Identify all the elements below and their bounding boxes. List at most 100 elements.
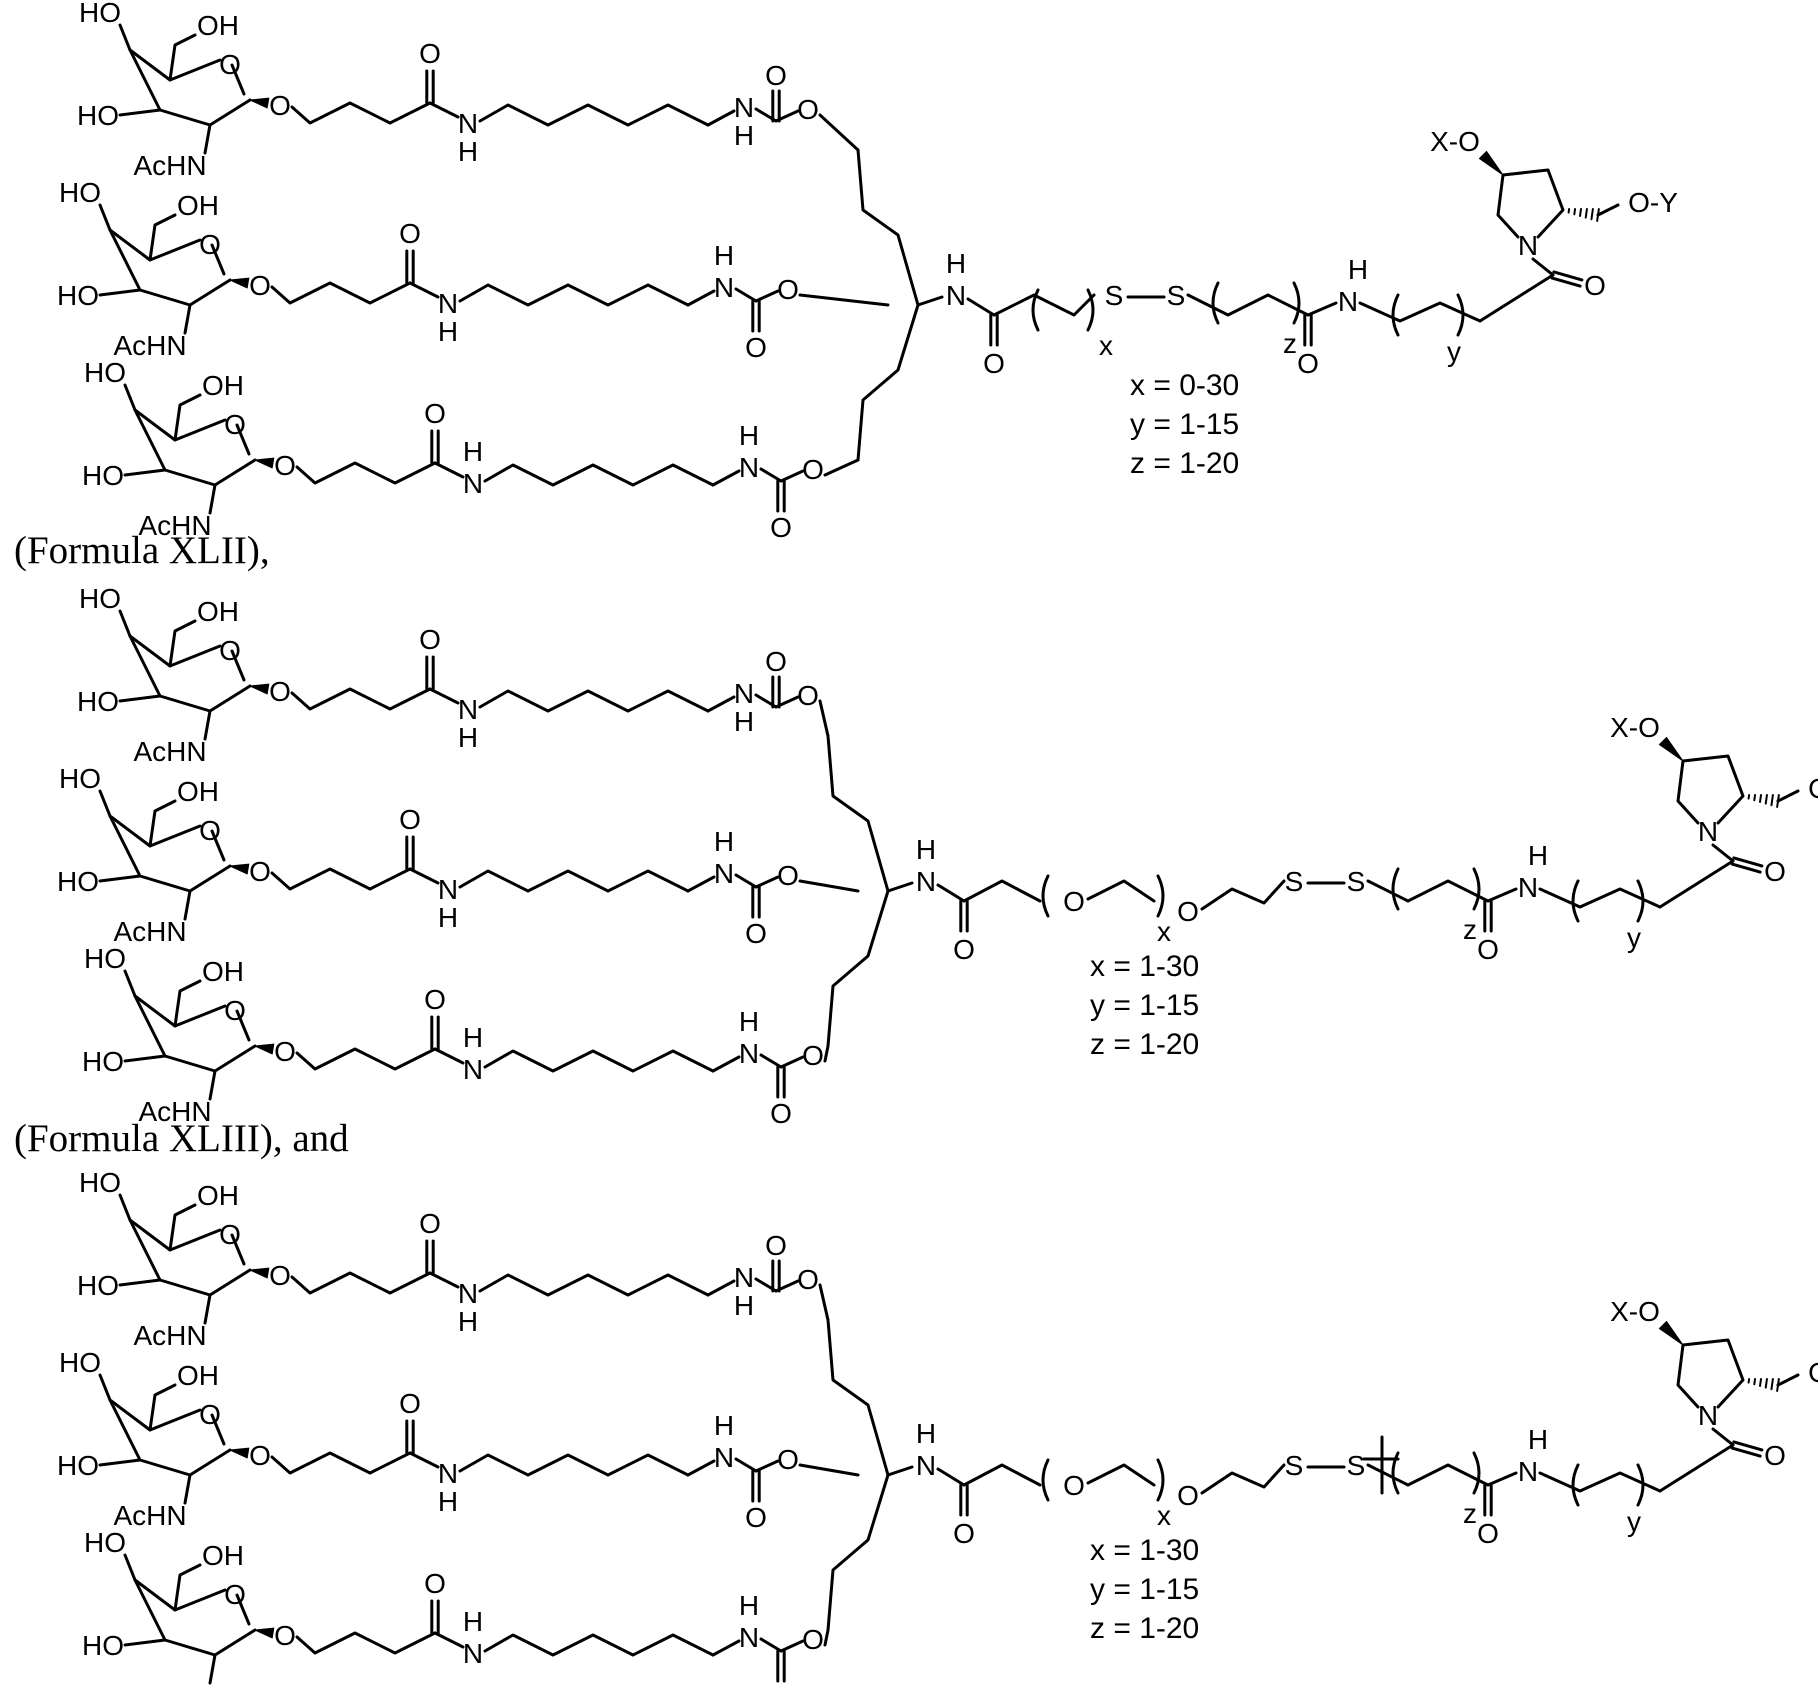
- ester-oxygen-label: O: [802, 454, 824, 485]
- amide-bond: [410, 1453, 438, 1467]
- hydroxyl-label: OH: [202, 1540, 244, 1571]
- glycosidic-oxygen-label: O: [274, 1620, 296, 1651]
- amide-bond: [1488, 889, 1516, 901]
- galnac-ligand-arm: OHOOHHOAcHNOONHNHOO: [57, 763, 858, 949]
- acetamido-label: AcHN: [133, 736, 206, 767]
- ester-oxygen-label: O: [777, 860, 799, 891]
- ring-oxygen-label: O: [224, 995, 246, 1026]
- carbamate-bond: [736, 1459, 756, 1471]
- glycosidic-oxygen-label: O: [274, 1036, 296, 1067]
- alkyl-chain: [994, 295, 1094, 315]
- ring-oxygen-label: O: [219, 1219, 241, 1250]
- hydroxyl-label: HO: [59, 177, 101, 208]
- carbamate-hydrogen-label: H: [734, 706, 754, 737]
- acetamido-label: AcHN: [133, 150, 206, 181]
- z-subscript: z: [1283, 328, 1297, 359]
- hydroxyl-label: OH: [177, 776, 219, 807]
- acetamido-bond: [210, 485, 215, 513]
- amide-bond: [1308, 303, 1336, 315]
- acetamido-bond: [185, 891, 190, 919]
- stereo-hash: [1760, 795, 1761, 802]
- x-subscript: x: [1157, 1500, 1171, 1531]
- amide-nitrogen-label: N: [463, 1638, 483, 1669]
- carbamate-nitrogen-label: N: [734, 678, 754, 709]
- x-o-label: X-O: [1430, 126, 1480, 157]
- glycosidic-oxygen-label: O: [269, 1260, 291, 1291]
- hydroxyl-label: HO: [77, 686, 119, 717]
- range-line: y = 1-15: [1130, 408, 1239, 441]
- tether-bond: [825, 460, 858, 475]
- peg-chain: [1088, 881, 1154, 901]
- stereo-hash: [1760, 1379, 1761, 1386]
- galnac-ligand-arm: OHOOHHOAcHNOONHNHOO: [77, 583, 828, 767]
- hydroxyl-label: HO: [82, 1630, 124, 1661]
- close-bracket: [1638, 1465, 1643, 1505]
- open-bracket: [1043, 876, 1048, 916]
- amide-nitrogen-label: N: [1518, 1456, 1538, 1487]
- linker-chain: [292, 1273, 430, 1293]
- disulfide: SS: [1105, 280, 1186, 311]
- glycosidic-wedge: [255, 1628, 274, 1638]
- disulfide: SS: [1285, 866, 1366, 897]
- hydroxyl-bond: [100, 876, 140, 881]
- hydroxymethyl-bond: [170, 621, 195, 666]
- glycosidic-oxygen-label: O: [269, 676, 291, 707]
- bond: [1778, 791, 1798, 801]
- ester-oxygen-label: O: [777, 1444, 799, 1475]
- carbamate-nitrogen-label: N: [714, 1442, 734, 1473]
- glycosidic-wedge: [255, 1044, 274, 1054]
- hydroxymethyl-bond: [175, 981, 200, 1026]
- alkyl-chain: [1188, 295, 1308, 315]
- carbamate-bond: [761, 1639, 781, 1651]
- amide-hydrogen-label: H: [1528, 1424, 1548, 1455]
- open-bracket: [1393, 295, 1398, 335]
- ring-nitrogen-label: N: [1518, 230, 1538, 261]
- carbamate-nitrogen-label: N: [734, 92, 754, 123]
- open-bracket: [1573, 881, 1578, 921]
- galnac-ligand-arm: OHOOHHOAcHNOONHNHOO: [77, 0, 858, 181]
- glycosidic-wedge: [230, 864, 249, 874]
- carbamate-hydrogen-label: H: [714, 240, 734, 271]
- hydroxyl-bond: [120, 696, 160, 701]
- spacer-chain: OxO: [964, 1460, 1284, 1531]
- glycosidic-oxygen-label: O: [269, 90, 291, 121]
- chain-bond: [713, 1057, 739, 1071]
- close-bracket: [1474, 1453, 1479, 1493]
- bond: [918, 297, 942, 305]
- hydroxyl-bond: [100, 1375, 110, 1400]
- alkyl-chain: [964, 881, 1040, 901]
- acetamido-label: AcHN: [133, 1320, 206, 1351]
- y-chain: y: [1360, 275, 1553, 367]
- formula-xlii-caption: (Formula XLII),: [14, 528, 270, 573]
- carbamate-hydrogen-label: H: [714, 826, 734, 857]
- hexyl-chain: [460, 871, 688, 891]
- tether-bond: [825, 1046, 828, 1061]
- carbamate-bond: [736, 289, 756, 301]
- bond: [888, 1467, 912, 1475]
- amide-hydrogen-label: H: [463, 1022, 483, 1053]
- sulfur-label: S: [1347, 1450, 1366, 1481]
- disulfide: SS: [1285, 1450, 1366, 1481]
- carbonyl-oxygen-label: O: [424, 1568, 446, 1599]
- carbonyl-oxygen-label: O: [424, 984, 446, 1015]
- pyrrolidine-ring: [1678, 756, 1743, 823]
- carbamate-hydrogen-label: H: [739, 1590, 759, 1621]
- hydroxymethyl-bond: [175, 1565, 200, 1610]
- hydroxymethyl-bond: [170, 1205, 195, 1250]
- peg-oxygen-label: O: [1177, 896, 1199, 927]
- bond: [938, 885, 964, 901]
- alkyl-chain: [964, 1465, 1040, 1485]
- hexyl-chain: [480, 1275, 708, 1295]
- stereo-hash: [1766, 795, 1767, 804]
- carbamate-oxygen-label: O: [770, 1098, 792, 1129]
- ethyl-chain: [1202, 1465, 1284, 1493]
- core-hydrogen-label: H: [916, 834, 936, 865]
- bond: [1598, 205, 1618, 215]
- open-bracket: [1213, 283, 1218, 323]
- pyrrolidine-ring: [1498, 170, 1563, 237]
- stereo-hash: [1771, 795, 1772, 805]
- amide-bond: [410, 869, 438, 883]
- hydroxyl-bond: [100, 791, 110, 816]
- glycosidic-oxygen-label: O: [249, 270, 271, 301]
